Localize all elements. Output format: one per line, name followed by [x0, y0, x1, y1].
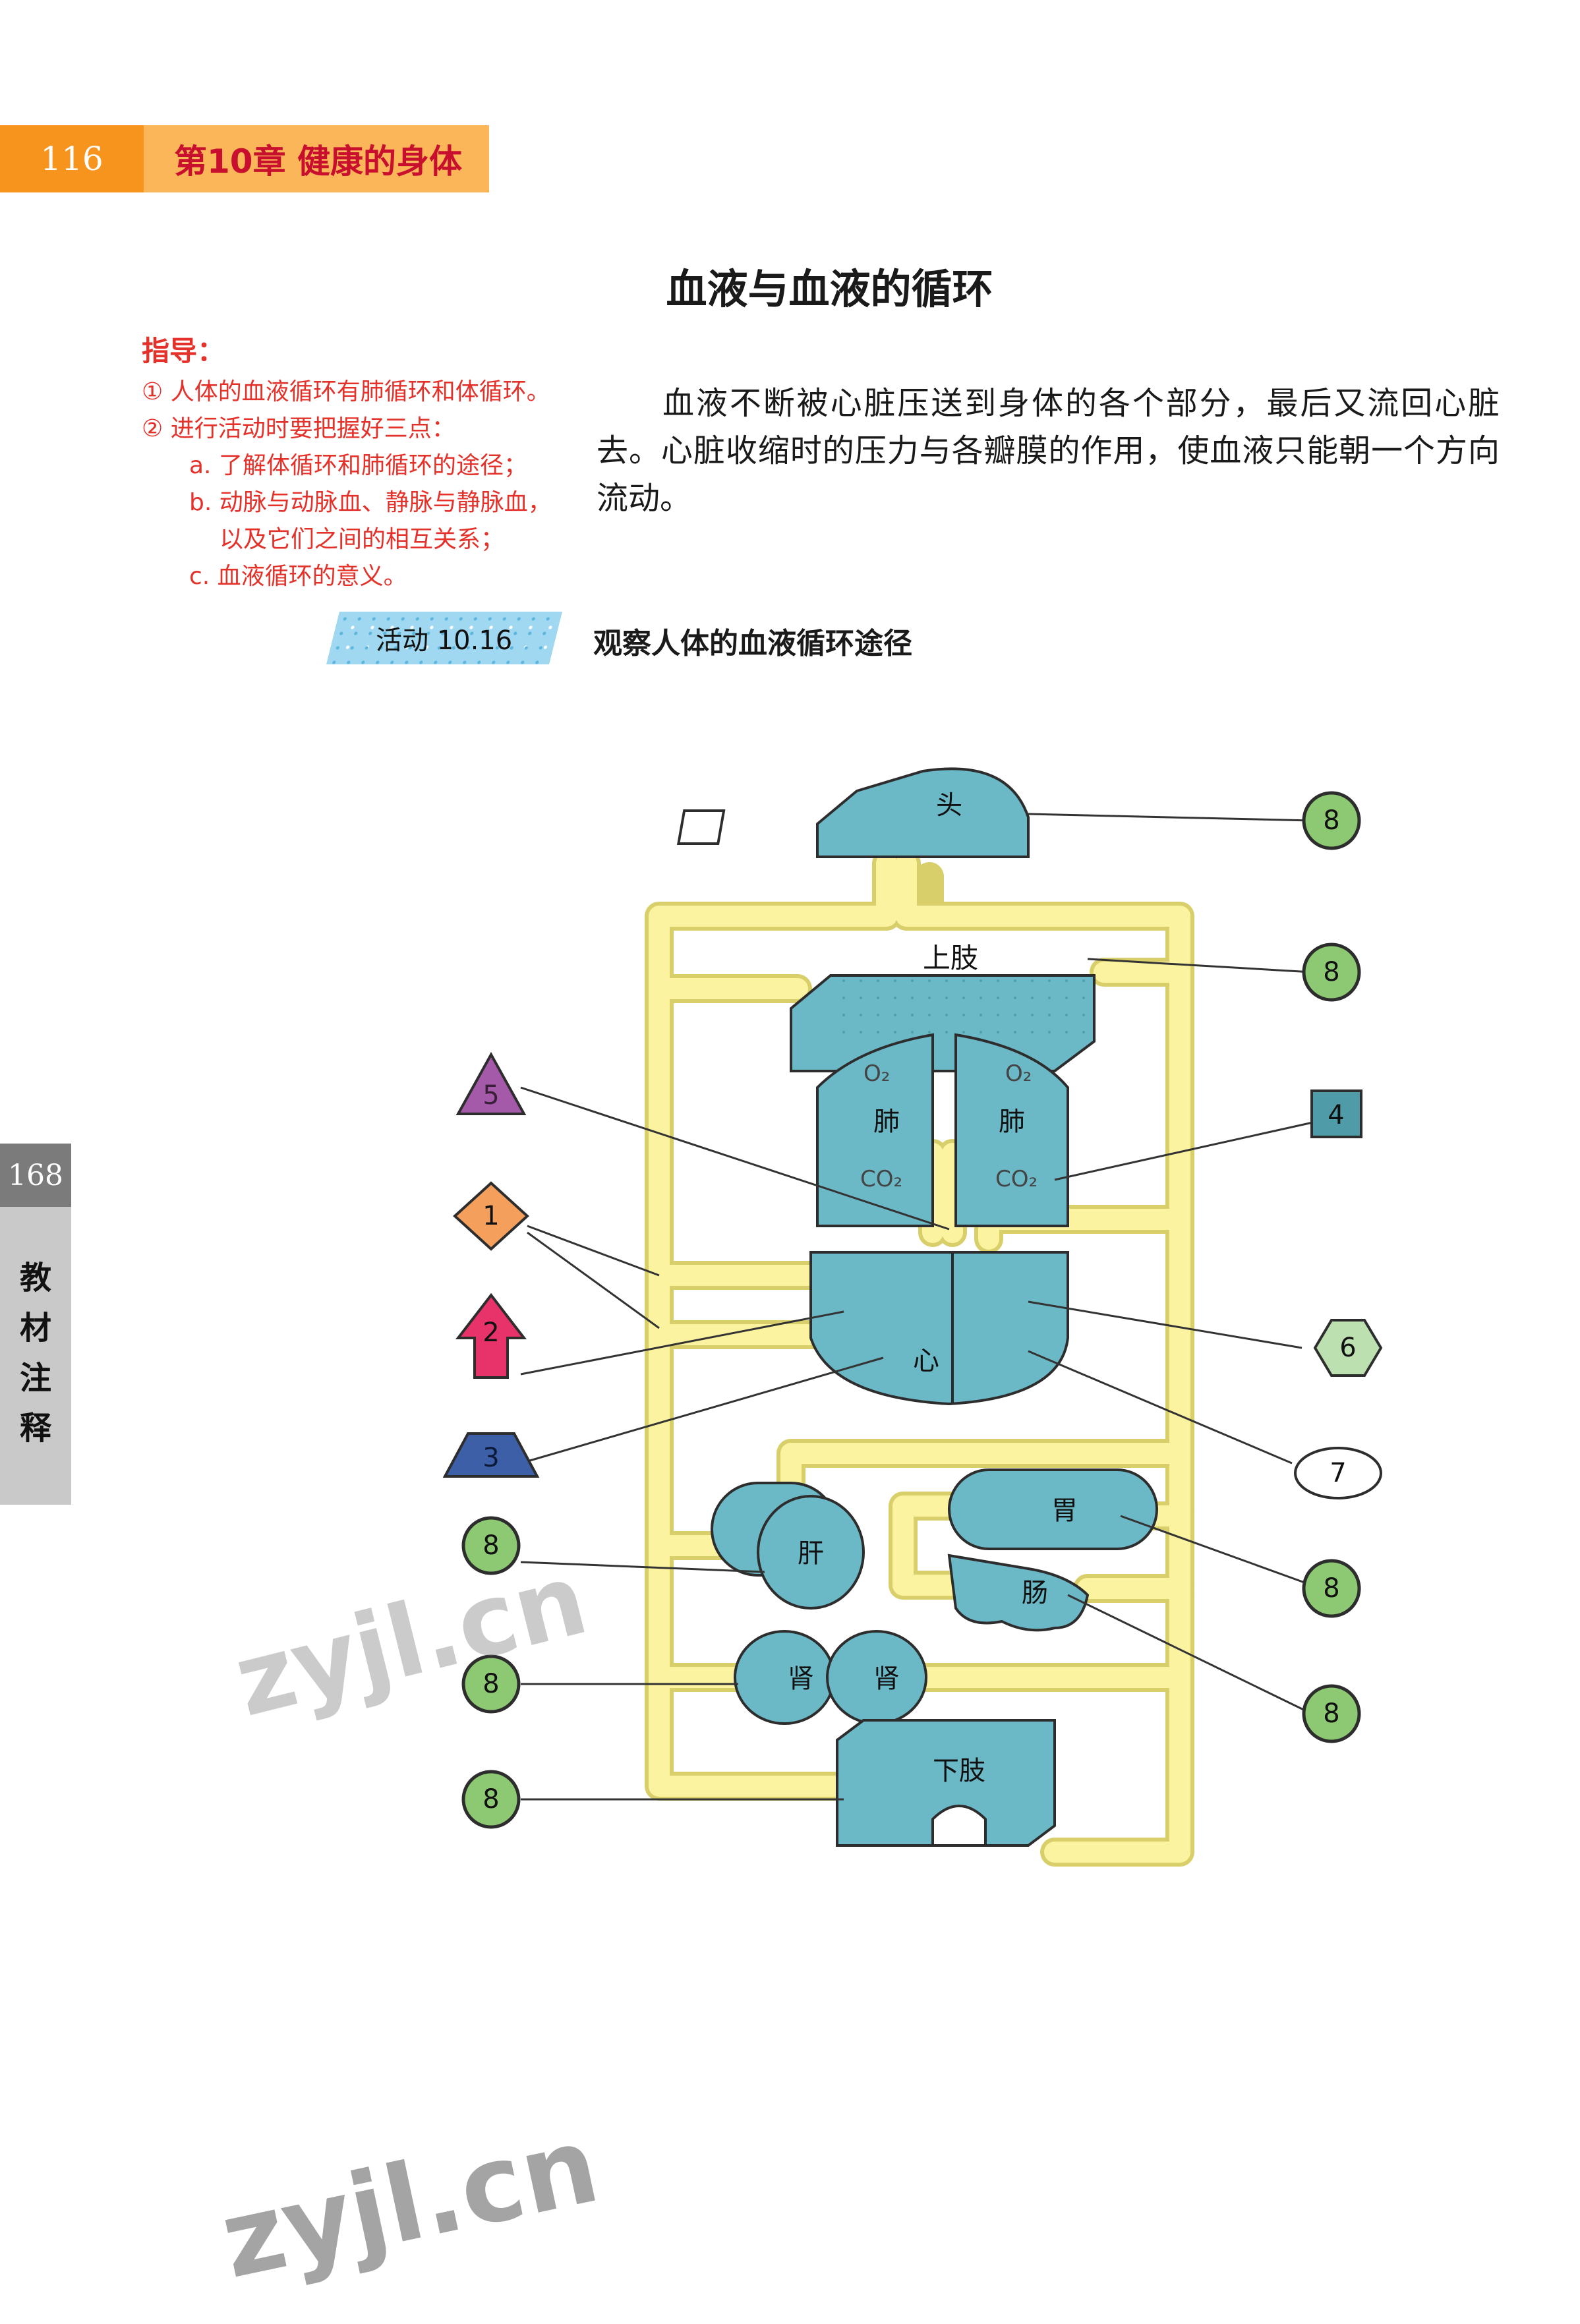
- guide-item: ② 进行活动时要把握好三点：: [142, 415, 455, 442]
- label-liver: 肝: [798, 1538, 824, 1569]
- marker-8-label: 8: [483, 1669, 499, 1699]
- label-head: 头: [936, 790, 962, 821]
- markers: 8 8 8 8 8 8 8 5: [442, 791, 1383, 1829]
- label-o2-left: O₂: [863, 1060, 890, 1087]
- guide-item: c. 血液循环的意义。: [189, 563, 407, 590]
- marker-8-kidney: 8: [461, 1654, 521, 1714]
- marker-8-label: 8: [483, 1530, 499, 1561]
- marker-4: 4: [1310, 1089, 1362, 1138]
- stomach-organ: [948, 1468, 1158, 1550]
- marker-8-upper: 8: [1302, 943, 1361, 1002]
- marker-7-label: 7: [1330, 1458, 1346, 1488]
- marker-8-label: 8: [1323, 957, 1339, 987]
- marker-5-label: 5: [483, 1080, 499, 1111]
- guide-box: 指导： ① 人体的血液循环有肺循环和体循环。 ② 进行活动时要把握好三点： a.…: [142, 333, 552, 595]
- label-lung-left: 肺: [873, 1107, 900, 1137]
- label-lower-limb: 下肢: [933, 1756, 985, 1786]
- guide-item: b. 动脉与动脉血、静脉与静脉血，: [189, 489, 552, 516]
- marker-8-intestine: 8: [1302, 1684, 1361, 1743]
- marker-6-label: 6: [1339, 1333, 1356, 1363]
- kidney-left-organ: [734, 1630, 835, 1725]
- marker-8-label: 8: [1323, 1573, 1339, 1604]
- body-paragraph: 血液不断被心脏压送到身体的各个部分，最后又流回心脏去。心脏收缩时的压力与各瓣膜的…: [597, 385, 1500, 517]
- marker-8-lower: 8: [461, 1770, 521, 1829]
- label-kidney-left: 肾: [788, 1664, 814, 1694]
- side-page-number: 168: [0, 1144, 71, 1207]
- side-char: 释: [19, 1410, 51, 1447]
- marker-1: 1: [453, 1181, 529, 1251]
- label-upper-limb: 上肢: [923, 942, 978, 974]
- heart-organ: [809, 1251, 1069, 1406]
- marker-4-label: 4: [1328, 1100, 1344, 1130]
- chapter-title: 第10章 健康的身体: [144, 125, 489, 192]
- guide-item: 以及它们之间的相互关系；: [219, 526, 505, 553]
- side-char: 注: [19, 1360, 51, 1397]
- label-heart: 心: [913, 1346, 939, 1376]
- guide-heading: 指导：: [142, 335, 225, 367]
- head-organ: [816, 767, 1030, 858]
- label-co2-left: CO₂: [860, 1166, 902, 1192]
- label-co2-right: CO₂: [995, 1166, 1038, 1192]
- lung-left-organ: [816, 1033, 934, 1227]
- label-lung-right: 肺: [999, 1107, 1025, 1137]
- organ-labels: 头 上肢 肺 肺 O₂ O₂ CO₂ CO₂ 心 肝 胃 肠 肾 肾 下肢: [788, 790, 1078, 1786]
- head-window: [676, 809, 726, 845]
- label-kidney-right: 肾: [873, 1664, 900, 1694]
- marker-8-label: 8: [483, 1784, 499, 1815]
- label-stomach: 胃: [1051, 1496, 1078, 1526]
- lung-right-organ: [954, 1033, 1069, 1227]
- label-o2-right: O₂: [1005, 1060, 1032, 1087]
- marker-8-liver: 8: [461, 1516, 521, 1575]
- side-char: 材: [19, 1310, 51, 1347]
- marker-1-label: 1: [483, 1201, 499, 1231]
- marker-8-label: 8: [1323, 805, 1339, 836]
- label-intestine: 肠: [1022, 1578, 1048, 1608]
- activity-title: 观察人体的血液循环途径: [593, 627, 912, 660]
- guide-item: a. 了解体循环和肺循环的途径；: [189, 452, 527, 479]
- marker-2-label: 2: [483, 1318, 499, 1348]
- page-number: 116: [0, 125, 144, 192]
- marker-2: 2: [455, 1293, 527, 1379]
- marker-8-label: 8: [1323, 1699, 1339, 1729]
- marker-5: 5: [455, 1051, 527, 1115]
- marker-8-stomach: 8: [1302, 1559, 1361, 1618]
- intestine-organ: [947, 1554, 1090, 1632]
- marker-6: 6: [1313, 1319, 1383, 1377]
- leader-lines: [520, 813, 1322, 1801]
- marker-7: 7: [1294, 1447, 1382, 1499]
- marker-3-label: 3: [483, 1443, 499, 1473]
- side-tab-label: 教 材 注 释: [0, 1207, 71, 1505]
- organs: [676, 767, 1158, 1847]
- lower-limb-organ: [836, 1719, 1056, 1847]
- marker-3: 3: [442, 1432, 540, 1478]
- marker-8-head: 8: [1302, 791, 1361, 850]
- side-char: 教: [19, 1260, 51, 1296]
- section-title: 血液与血液的循环: [666, 265, 993, 313]
- guide-item: ① 人体的血液循环有肺循环和体循环。: [142, 378, 550, 405]
